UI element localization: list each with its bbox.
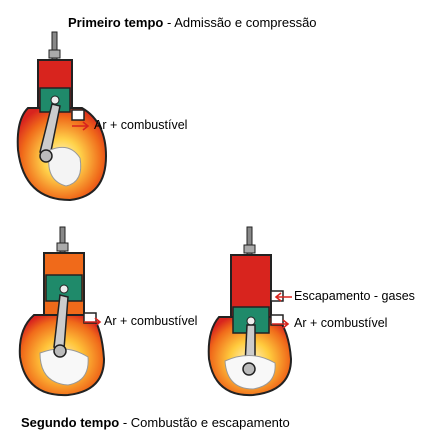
intake-port bbox=[71, 109, 85, 121]
first-stroke-caption: Primeiro tempo - Admissão e compressão bbox=[68, 15, 317, 31]
first-stroke-title: Primeiro tempo bbox=[68, 15, 164, 30]
leader-second-intake-right bbox=[272, 319, 290, 329]
leader-first-intake bbox=[72, 121, 90, 131]
crank-disc bbox=[48, 146, 82, 187]
label-second-intake-right: Ar + combustível bbox=[294, 316, 388, 330]
leader-exhaust bbox=[274, 292, 292, 302]
engine-second-stroke-right bbox=[207, 226, 293, 397]
first-stroke-subtitle: - Admissão e compressão bbox=[163, 15, 317, 30]
label-first-intake: Ar + combustível bbox=[94, 118, 188, 132]
label-second-intake-left: Ar + combustível bbox=[104, 314, 198, 328]
engine-first-stroke bbox=[16, 31, 108, 202]
leader-second-intake-left bbox=[84, 317, 102, 327]
second-stroke-caption: Segundo tempo - Combustão e escapamento bbox=[21, 415, 290, 431]
engine-second-stroke-left bbox=[18, 226, 106, 397]
second-stroke-subtitle: - Combustão e escapamento bbox=[119, 415, 290, 430]
second-stroke-title: Segundo tempo bbox=[21, 415, 120, 430]
label-exhaust: Escapamento - gases bbox=[294, 289, 415, 303]
